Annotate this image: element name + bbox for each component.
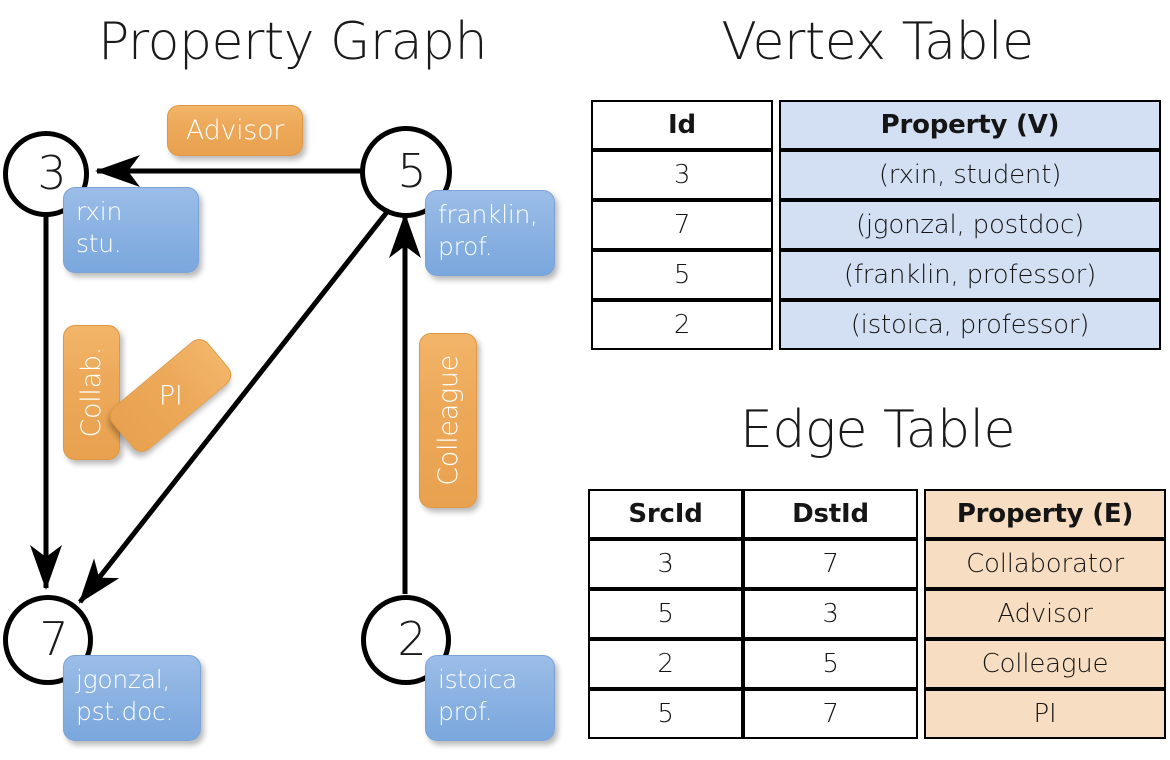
table-row[interactable]: 5 7 PI — [588, 689, 1166, 739]
property-graph-diagram: 3 5 7 2 rxin stu. franklin, prof. jgonza… — [3, 105, 555, 741]
vertex-label-box-jgonzal[interactable]: jgonzal, pst.doc. — [63, 655, 201, 741]
table-row[interactable]: 2 5 Colleague — [588, 639, 1166, 689]
graph-edges-svg — [30, 155, 421, 604]
vertex-label-istoica-line2: prof. — [438, 697, 493, 726]
edge-arrow-5-to-7 — [78, 210, 389, 604]
vertex-table-header-property: Property (V) — [779, 100, 1161, 150]
edge-table-header-property: Property (E) — [924, 489, 1166, 539]
vertex-table-header-row: Id Property (V) — [591, 100, 1161, 150]
vertex-label-box-franklin[interactable]: franklin, prof. — [425, 190, 555, 276]
vertex-row-3-id: 2 — [591, 300, 773, 350]
edge-row-2-dst: 5 — [743, 639, 918, 689]
page-title-property-graph: Property Graph — [97, 12, 488, 72]
edge-table-header-row: SrcId DstId Property (E) — [588, 489, 1166, 539]
edge-table-header-srcid: SrcId — [588, 489, 743, 539]
vertex-label-jgonzal-line2: pst.doc. — [76, 697, 174, 726]
edge-row-3-src: 5 — [588, 689, 743, 739]
edge-row-2-property: Colleague — [924, 639, 1166, 689]
table-row[interactable]: 3 7 Collaborator — [588, 539, 1166, 589]
edge-label-box-advisor[interactable]: Advisor — [167, 105, 303, 156]
page-title-vertex-table: Vertex Table — [721, 12, 1034, 72]
edge-label-advisor-text: Advisor — [185, 115, 285, 146]
edge-row-0-src: 3 — [588, 539, 743, 589]
table-row[interactable]: 5 3 Advisor — [588, 589, 1166, 639]
vertex-row-3-property: (istoica, professor) — [779, 300, 1161, 350]
vertex-label-box-rxin[interactable]: rxin stu. — [63, 187, 199, 273]
edge-label-box-collab[interactable]: Collab. — [63, 325, 120, 460]
edge-row-0-property: Collaborator — [924, 539, 1166, 589]
edge-row-0-dst: 7 — [743, 539, 918, 589]
vertex-row-0-id: 3 — [591, 150, 773, 200]
vertex-label-jgonzal-line1: jgonzal, — [76, 665, 171, 694]
edge-row-3-dst: 7 — [743, 689, 918, 739]
vertex-label-franklin-line2: prof. — [438, 232, 493, 261]
edge-table-header-dstid: DstId — [743, 489, 918, 539]
edge-label-collab-text: Collab. — [76, 347, 107, 438]
edge-row-1-property: Advisor — [924, 589, 1166, 639]
vertex-row-1-property: (jgonzal, postdoc) — [779, 200, 1161, 250]
table-row[interactable]: 5 (franklin, professor) — [591, 250, 1161, 300]
edge-row-1-src: 5 — [588, 589, 743, 639]
edge-table: SrcId DstId Property (E) 3 7 Collaborato… — [588, 489, 1166, 739]
vertex-label-rxin-line1: rxin — [76, 197, 122, 226]
vertex-label-istoica-line1: istoica — [438, 665, 517, 694]
vertex-row-1-id: 7 — [591, 200, 773, 250]
vertex-row-2-id: 5 — [591, 250, 773, 300]
vertex-row-2-property: (franklin, professor) — [779, 250, 1161, 300]
edge-row-3-property: PI — [924, 689, 1166, 739]
table-row[interactable]: 2 (istoica, professor) — [591, 300, 1161, 350]
graph-node-5-id: 5 — [397, 144, 427, 198]
edge-row-1-dst: 3 — [743, 589, 918, 639]
edge-label-pi-text: PI — [158, 380, 183, 411]
table-row[interactable]: 7 (jgonzal, postdoc) — [591, 200, 1161, 250]
vertex-label-rxin-line2: stu. — [76, 229, 122, 258]
graph-node-7-id: 7 — [39, 612, 69, 666]
vertex-row-0-property: (rxin, student) — [779, 150, 1161, 200]
vertex-table: Id Property (V) 3 (rxin, student) 7 (jgo… — [591, 100, 1161, 350]
vertex-table-header-id: Id — [591, 100, 773, 150]
edge-label-box-colleague[interactable]: Colleague — [419, 333, 477, 508]
graph-node-2-id: 2 — [397, 612, 427, 666]
graph-node-5[interactable]: 5 — [360, 126, 452, 218]
page-title-edge-table: Edge Table — [739, 400, 1016, 460]
graph-node-2[interactable]: 2 — [361, 595, 451, 685]
vertex-label-franklin-line1: franklin, — [438, 200, 538, 229]
vertex-label-box-istoica[interactable]: istoica prof. — [425, 655, 555, 741]
edge-row-2-src: 2 — [588, 639, 743, 689]
table-row[interactable]: 3 (rxin, student) — [591, 150, 1161, 200]
graph-node-3-id: 3 — [37, 146, 67, 200]
edge-label-colleague-text: Colleague — [432, 355, 464, 486]
